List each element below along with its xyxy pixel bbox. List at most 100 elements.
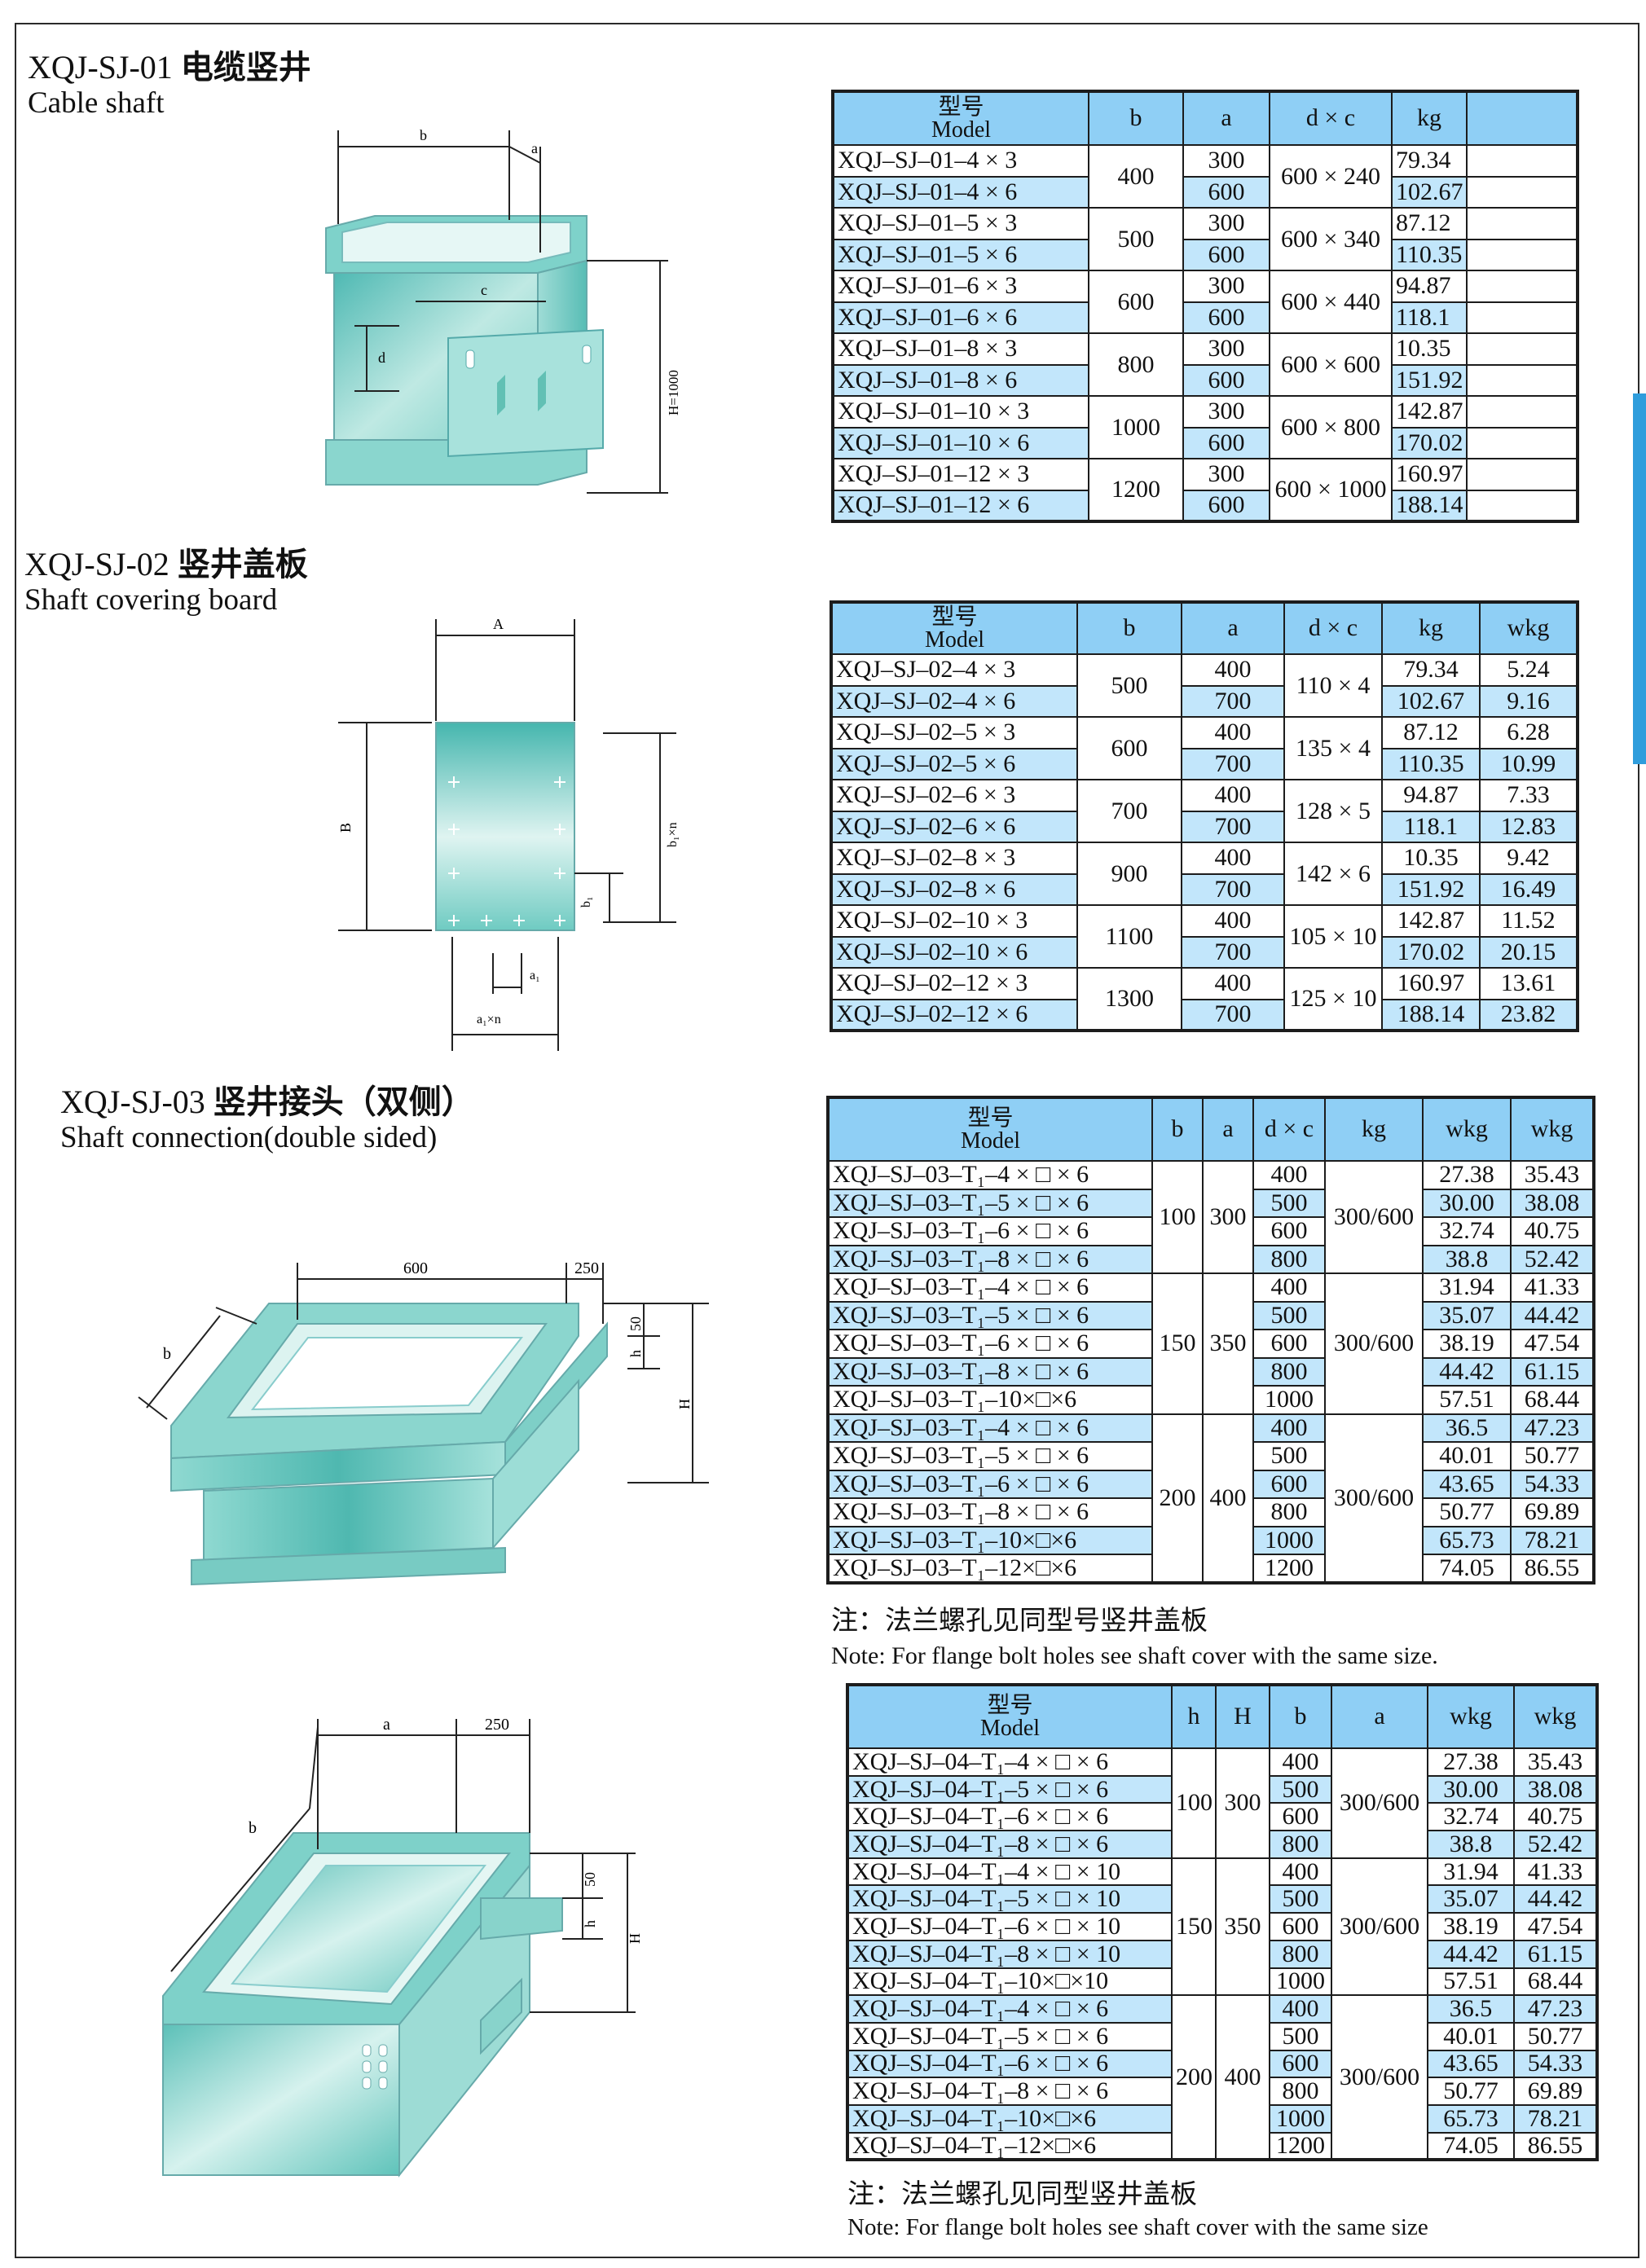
connection-single-body (162, 1832, 563, 2178)
cable-shaft-figure: b a c d H=1000 (325, 127, 681, 494)
cell-a: 700 (1181, 998, 1285, 1031)
cell-model: XQJ–SJ–03–T₁–5 × □ × 6 (827, 1300, 1153, 1330)
cell-H: 400 (1215, 1994, 1270, 2161)
cell-kg: 160.97 (1381, 967, 1481, 1000)
cell-wkg: 16.49 (1479, 872, 1578, 906)
cell-model: XQJ–SJ–03–T₁–5 × □ × 6 (827, 1441, 1153, 1471)
cell-dc: 600 × 240 (1269, 144, 1393, 209)
cell-wkg1: 50.77 (1422, 1497, 1512, 1527)
cell-b: 600 (1088, 270, 1184, 334)
cell-model: XQJ–SJ–02–12 × 6 (830, 998, 1078, 1031)
cell-model: XQJ–SJ–01–10 × 6 (832, 426, 1089, 459)
cell-wkg1: 74.05 (1422, 1554, 1512, 1584)
cell-wkg1: 65.73 (1427, 2103, 1515, 2134)
cell-model: XQJ–SJ–04–T₁–12×□×6 (847, 2131, 1173, 2161)
t4-header-wkg1: wkg (1427, 1684, 1515, 1749)
cell-model: XQJ–SJ–01–10 × 3 (832, 395, 1089, 429)
cell-kg: 170.02 (1381, 935, 1481, 969)
cell-kg: 142.87 (1391, 395, 1468, 429)
cell-kg: 87.12 (1381, 716, 1481, 749)
cell-b: 1000 (1269, 1967, 1332, 1997)
cell-model: XQJ–SJ–01–12 × 3 (832, 458, 1089, 491)
cell-b: 500 (1269, 1884, 1332, 1914)
cell-a: 300/600 (1331, 1857, 1428, 1997)
cell-dc: 600 (1252, 1469, 1326, 1499)
t1-header-a: a (1182, 90, 1270, 146)
cell-model: XQJ–SJ–04–T₁–6 × □ × 6 (847, 1802, 1173, 1832)
dim-label-600: 600 (403, 1259, 428, 1277)
cell-wkg1: 43.65 (1422, 1469, 1512, 1499)
cell-wkg1: 36.5 (1422, 1413, 1512, 1443)
section-3-code: XQJ-SJ-03 (60, 1083, 205, 1120)
cell-a: 300 (1182, 458, 1270, 491)
cell-dc: 400 (1252, 1272, 1326, 1303)
cell-model: XQJ–SJ–03–T₁–8 × □ × 6 (827, 1497, 1153, 1527)
cell-wkg: 7.33 (1479, 779, 1578, 812)
cell-kg: 87.12 (1391, 207, 1468, 240)
cell-a: 700 (1181, 747, 1285, 780)
cell-wkg1: 36.5 (1427, 1994, 1515, 2024)
cell-a: 700 (1181, 872, 1285, 906)
dim-label-b1: b₁ (579, 896, 593, 908)
cell-b: 500 (1076, 653, 1182, 718)
cell-dc: 105 × 10 (1283, 904, 1383, 969)
cell-model: XQJ–SJ–02–5 × 6 (830, 747, 1078, 780)
cell-b: 1100 (1076, 904, 1182, 969)
cell-a: 700 (1181, 935, 1285, 969)
side-index-tab (1633, 393, 1646, 764)
cell-model: XQJ–SJ–04–T₁–5 × □ × 6 (847, 2021, 1173, 2051)
cell-wkg: 10.99 (1479, 747, 1578, 780)
cell-dc: 800 (1252, 1356, 1326, 1387)
shaft-cover-figure: A B b₁×n b₁ a₁ a₁×n (337, 616, 680, 1051)
cell-kg: 102.67 (1381, 684, 1481, 718)
cell-a: 400 (1181, 967, 1285, 1000)
cell-a: 300 (1182, 144, 1270, 178)
cell-a: 300 (1182, 207, 1270, 240)
cell-h: 150 (1171, 1857, 1217, 1997)
section-3-title: XQJ-SJ-03 竖井接头（双侧） Shaft connection(doub… (60, 1085, 474, 1154)
cell-a: 600 (1182, 363, 1270, 397)
cell-wkg1: 31.94 (1422, 1272, 1512, 1303)
cell-a: 300/600 (1331, 1747, 1428, 1859)
cell-model: XQJ–SJ–02–4 × 6 (830, 684, 1078, 718)
dim-label-b: b (420, 127, 427, 143)
cell-model: XQJ–SJ–03–T₁–6 × □ × 6 (827, 1469, 1153, 1499)
t3-header-wkg1: wkg (1422, 1097, 1512, 1162)
cell-wkg: 13.61 (1479, 967, 1578, 1000)
t1-header-b: b (1088, 90, 1184, 146)
t3-header-dc: d × c (1252, 1097, 1326, 1162)
cover-bolt-marks (448, 776, 566, 926)
cell-wkg: 6.28 (1479, 716, 1578, 749)
cell-kg: 79.34 (1391, 144, 1468, 178)
section-3-title-en: Shaft connection(double sided) (60, 1121, 438, 1154)
cell-blank (1466, 270, 1578, 303)
t3-header-kg: kg (1324, 1097, 1424, 1162)
cell-a: 400 (1181, 779, 1285, 812)
cell-dc: 600 (1252, 1216, 1326, 1246)
dim-label-H: H (627, 1933, 643, 1944)
cell-wkg1: 40.01 (1427, 2021, 1515, 2051)
cell-model: XQJ–SJ–02–8 × 6 (830, 872, 1078, 906)
cell-model: XQJ–SJ–01–6 × 6 (832, 301, 1089, 334)
dim-label-d: d (378, 349, 385, 366)
cell-kg: 142.87 (1381, 904, 1481, 938)
cell-wkg2: 50.77 (1513, 2021, 1598, 2051)
t1-header-dc: d × c (1269, 90, 1393, 146)
